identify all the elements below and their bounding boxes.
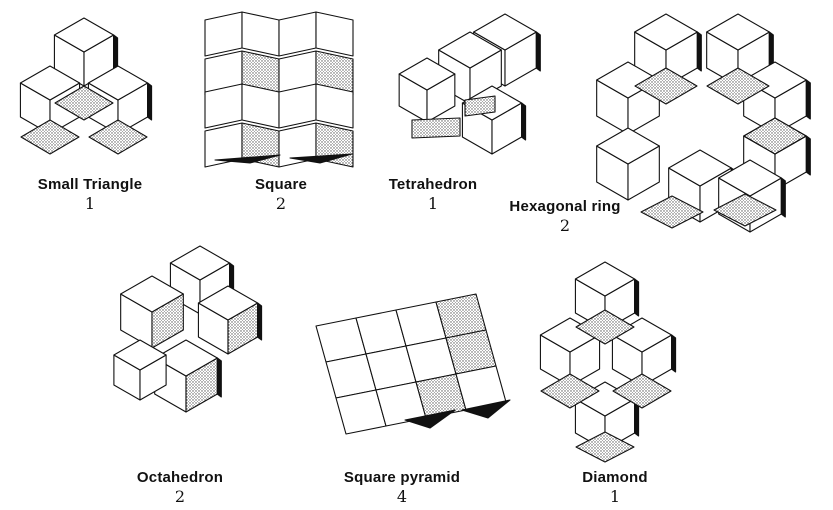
octahedron-cluster-icon [114, 246, 262, 412]
figure-name: Octahedron [95, 469, 265, 486]
figure-count: 1 [5, 194, 175, 213]
figure-count: 2 [196, 194, 366, 213]
cube-shadow-rim [697, 32, 701, 71]
rhombus-tile [205, 84, 242, 128]
cube-shadow-rim [672, 335, 676, 372]
cube-shadow-rim [258, 303, 262, 340]
figure-count: 1 [530, 487, 700, 506]
caption-small-triangle: Small Triangle 1 [5, 176, 175, 213]
cube-shadow-rim [635, 279, 639, 316]
figure-name: Square [196, 176, 366, 193]
diamond-cluster-icon [540, 262, 675, 462]
figure-name: Small Triangle [5, 176, 175, 193]
figure-name: Tetrahedron [348, 176, 518, 193]
figure-name: Diamond [530, 469, 700, 486]
figure-count: 2 [480, 216, 650, 235]
rhombus-tile [279, 12, 316, 56]
cube-shadow-rim [522, 103, 526, 140]
square-pyramid-cluster-icon [316, 294, 510, 434]
caption-square: Square 2 [196, 176, 366, 213]
caption-octahedron: Octahedron 2 [95, 469, 265, 506]
tetrahedron-cluster-icon [399, 14, 540, 154]
cube-left-face [465, 96, 495, 116]
square-cluster-icon [205, 12, 353, 167]
figure-name: Square pyramid [317, 469, 487, 486]
small-triangle-cluster-icon [20, 18, 151, 154]
rhombus-tile [316, 12, 353, 56]
cube-shadow-rim [806, 136, 810, 175]
cube-left-face [412, 118, 460, 138]
cube-shadow-rim [536, 32, 540, 71]
rhombus-tile [279, 84, 316, 128]
cube-shadow-rim [148, 83, 152, 120]
caption-square-pyramid: Square pyramid 4 [317, 469, 487, 506]
cube-shadow-rim [217, 358, 221, 397]
cube-shadow-rim [806, 80, 810, 119]
cube-top-face [21, 120, 79, 154]
rhombus-tile [205, 12, 242, 56]
figure-name: Hexagonal ring [480, 198, 650, 215]
rhombus-tile [242, 12, 279, 56]
cube-shadow-rim [781, 178, 785, 217]
caption-diamond: Diamond 1 [530, 469, 700, 506]
rhombus-tile [242, 84, 279, 128]
figure-count: 4 [317, 487, 487, 506]
caption-hexagonal-ring: Hexagonal ring 2 [480, 198, 650, 235]
figure-count: 2 [95, 487, 265, 506]
cube-top-face [89, 120, 147, 154]
rhombus-tile [316, 84, 353, 128]
